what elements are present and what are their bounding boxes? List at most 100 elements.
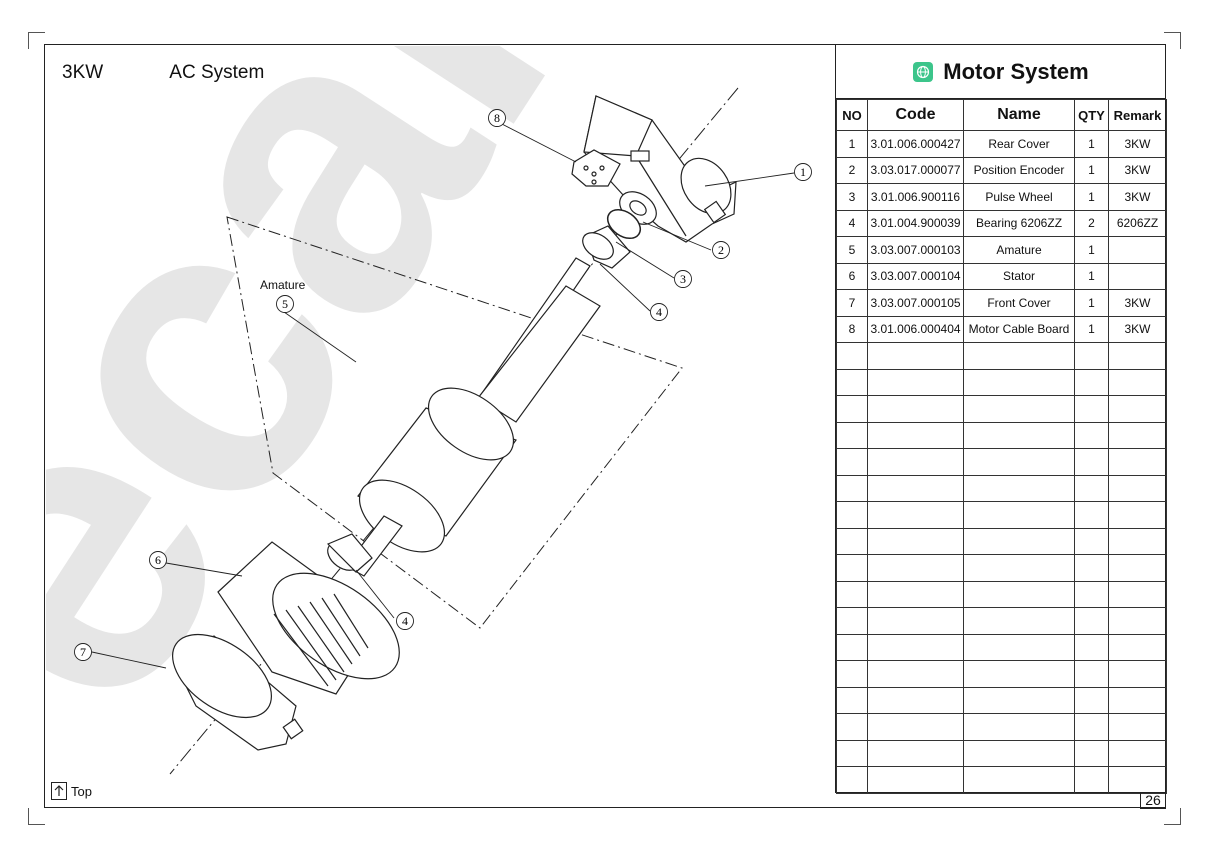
cell-empty xyxy=(836,527,868,555)
col-header-qty: QTY xyxy=(1074,99,1109,131)
panel-title-text: Motor System xyxy=(943,58,1089,84)
table-row-empty xyxy=(836,686,1167,714)
callout-number: 3 xyxy=(680,272,686,286)
globe-icon xyxy=(913,61,934,82)
cell-empty xyxy=(1074,368,1109,396)
cell-remark xyxy=(1108,262,1167,290)
table-row-empty xyxy=(836,395,1167,423)
cell-empty xyxy=(1074,554,1109,582)
table-row-empty xyxy=(836,660,1167,688)
table-row-empty xyxy=(836,554,1167,582)
callout-circle xyxy=(712,241,730,259)
cell-code: 3.03.007.000105 xyxy=(867,289,964,317)
cell-empty xyxy=(1108,501,1167,529)
parts-table-header: NO Code Name QTY Remark xyxy=(836,99,1167,131)
cell-empty xyxy=(1108,421,1167,449)
power-rating: 3KW xyxy=(62,62,104,83)
cell-name: Amature xyxy=(963,236,1075,264)
cell-name: Front Cover xyxy=(963,289,1075,317)
leader-lines xyxy=(91,121,795,669)
cell-empty xyxy=(963,368,1075,396)
callout-circle xyxy=(74,643,92,661)
panel-title: Motor System xyxy=(836,45,1166,99)
cell-empty xyxy=(1074,448,1109,476)
top-link[interactable]: Top xyxy=(51,782,92,800)
arrow-up-icon[interactable] xyxy=(51,782,67,800)
cell-empty xyxy=(963,607,1075,635)
cell-empty xyxy=(1108,368,1167,396)
parts-panel: Motor System NO Code Name QTY Remark 1 3.… xyxy=(835,45,1167,794)
cell-no: 2 xyxy=(836,156,868,184)
cell-empty xyxy=(1108,554,1167,582)
cell-empty xyxy=(963,713,1075,741)
cell-empty xyxy=(1108,395,1167,423)
table-row-empty xyxy=(836,474,1167,502)
table-row-empty xyxy=(836,527,1167,555)
cell-empty xyxy=(867,686,964,714)
cell-empty xyxy=(836,766,868,794)
cell-name: Motor Cable Board xyxy=(963,315,1075,343)
cell-empty xyxy=(1074,474,1109,502)
cell-empty xyxy=(1074,607,1109,635)
cell-empty xyxy=(1074,342,1109,370)
bearing-bottom-part xyxy=(326,533,373,573)
callout-circle xyxy=(650,303,668,321)
pulse-wheel-part xyxy=(606,208,642,240)
cell-empty xyxy=(836,739,868,767)
armature-assembly-label: Amature xyxy=(260,278,306,292)
callout-number: 2 xyxy=(718,243,724,257)
cell-empty xyxy=(836,686,868,714)
cell-empty xyxy=(963,421,1075,449)
top-link-label[interactable]: Top xyxy=(71,783,92,799)
cell-name: Stator xyxy=(963,262,1075,290)
cell-name: Position Encoder xyxy=(963,156,1075,184)
table-row-empty xyxy=(836,713,1167,741)
cell-empty xyxy=(963,686,1075,714)
cell-qty: 1 xyxy=(1074,315,1109,343)
table-row-empty xyxy=(836,448,1167,476)
cell-code: 3.01.006.000427 xyxy=(867,130,964,158)
cell-empty xyxy=(963,633,1075,661)
cell-qty: 2 xyxy=(1074,209,1109,237)
cell-empty xyxy=(867,633,964,661)
cell-empty xyxy=(963,580,1075,608)
cell-empty xyxy=(1074,739,1109,767)
cell-remark: 6206ZZ xyxy=(1108,209,1167,237)
cell-empty xyxy=(1074,686,1109,714)
cell-qty: 1 xyxy=(1074,289,1109,317)
cell-empty xyxy=(867,368,964,396)
crop-mark-top-left xyxy=(28,32,45,49)
cell-qty: 1 xyxy=(1074,262,1109,290)
stator-part xyxy=(217,541,400,695)
cell-empty xyxy=(963,554,1075,582)
cell-empty xyxy=(836,633,868,661)
cell-empty xyxy=(1108,342,1167,370)
cell-name: Rear Cover xyxy=(963,130,1075,158)
cell-no: 3 xyxy=(836,183,868,211)
armature-group-box xyxy=(226,216,683,629)
table-row-empty xyxy=(836,421,1167,449)
cell-empty xyxy=(963,342,1075,370)
cell-empty xyxy=(867,713,964,741)
cell-empty xyxy=(836,580,868,608)
table-row-empty xyxy=(836,501,1167,529)
cell-empty xyxy=(1108,686,1167,714)
system-title: AC System xyxy=(169,62,265,83)
callout-number: 6 xyxy=(155,553,161,567)
cell-code: 3.03.007.000104 xyxy=(867,262,964,290)
cell-remark xyxy=(1108,236,1167,264)
table-row-empty xyxy=(836,766,1167,794)
cell-qty: 1 xyxy=(1074,236,1109,264)
cell-empty xyxy=(1108,713,1167,741)
cell-empty xyxy=(1074,713,1109,741)
table-row-empty xyxy=(836,739,1167,767)
cell-empty xyxy=(867,342,964,370)
cell-empty xyxy=(963,501,1075,529)
cell-name: Pulse Wheel xyxy=(963,183,1075,211)
